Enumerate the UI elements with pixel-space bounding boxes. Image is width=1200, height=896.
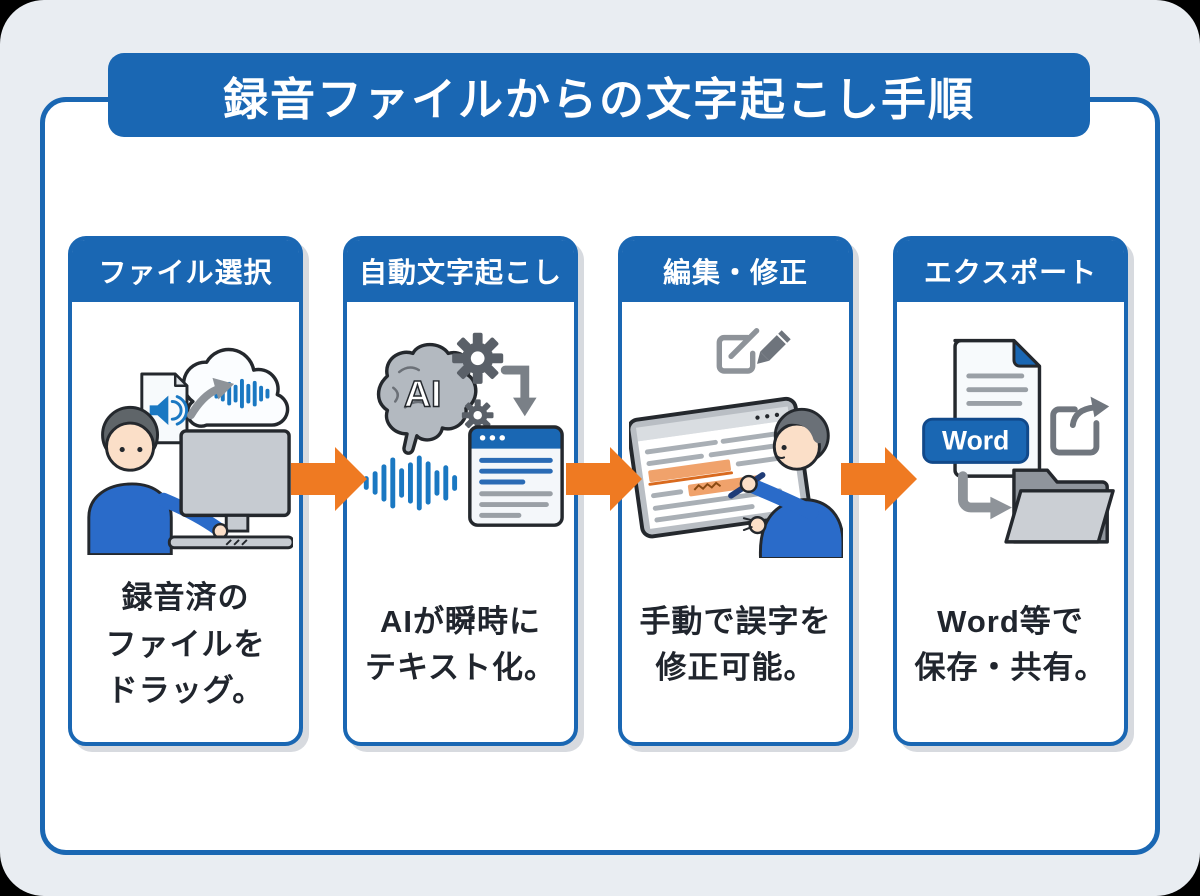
pencil-icon [756,329,791,364]
ai-label: AI [404,373,441,415]
step4-illustration: Word [897,302,1124,574]
text-window-icon [467,425,564,528]
step-card-export: エクスポート Word [893,236,1128,746]
step3-header-label: 編集・修正 [662,257,808,288]
page-title: 録音ファイルからの文字起こし手順 [222,73,975,125]
caption-line: 修正可能。 [655,650,816,685]
caption-line: 手動で誤字を [639,603,832,639]
tablet-icon [628,396,811,539]
export-word-file-icon: Word [921,339,1115,544]
ai-brain-icon: AI [376,343,477,456]
step2-caption: AIが瞬時に テキスト化。 [347,574,574,742]
flow-arrow-icon [291,447,367,511]
caption-line: ドラッグ。 [106,673,265,709]
person-uploading-audio-to-cloud-icon [86,348,293,555]
flow-arrow-icon [566,447,642,511]
share-icon [1049,396,1109,456]
ai-transcription-icon: AI [363,332,564,528]
step3-illustration [622,302,849,574]
caption-line: Word等で [937,603,1084,639]
step1-header: ファイル選択 [72,240,299,302]
person-at-computer-icon [86,406,293,555]
word-document-icon: Word [921,339,1041,479]
upload-arrow-icon [186,378,234,420]
step3-caption: 手動で誤字を 修正可能。 [622,574,849,742]
word-badge [921,417,1029,465]
step4-header: エクスポート [897,240,1124,302]
caption-line: テキスト化。 [364,650,557,685]
flow-arrow-icon [841,447,917,511]
highlight-bar [647,459,731,482]
person-with-stylus-icon [727,407,843,559]
editing-on-tablet-icon [628,327,843,559]
step2-header-label: 自動文字起こし [358,257,562,288]
word-badge-label: Word [942,426,1009,456]
caption-line: AIが瞬時に [380,603,541,639]
step1-illustration [72,302,299,574]
cloud-icon [181,348,289,429]
caption-line: 録音済の [121,580,250,616]
edit-square-icon [716,327,759,374]
down-right-elbow-arrow-icon [957,471,1012,520]
folder-icon [1003,468,1115,544]
step-card-edit-correct: 編集・修正 [618,236,853,746]
step4-caption: Word等で 保存・共有。 [897,574,1124,742]
step4-header-label: エクスポート [923,257,1098,288]
step-card-file-select: ファイル選択 [68,236,303,746]
down-elbow-arrow-icon [500,365,537,417]
caption-line: ファイルを [105,626,266,662]
step1-caption: 録音済の ファイルを ドラッグ。 [72,574,299,742]
caption-line: 保存・共有。 [914,650,1107,685]
title-banner: 録音ファイルからの文字起こし手順 [108,53,1090,137]
step2-header: 自動文字起こし [347,240,574,302]
step2-illustration: AI [347,302,574,574]
step3-header: 編集・修正 [622,240,849,302]
waveform-icon [363,455,457,511]
step1-header-label: ファイル選択 [98,257,273,288]
step-card-auto-transcribe: 自動文字起こし AI [343,236,578,746]
